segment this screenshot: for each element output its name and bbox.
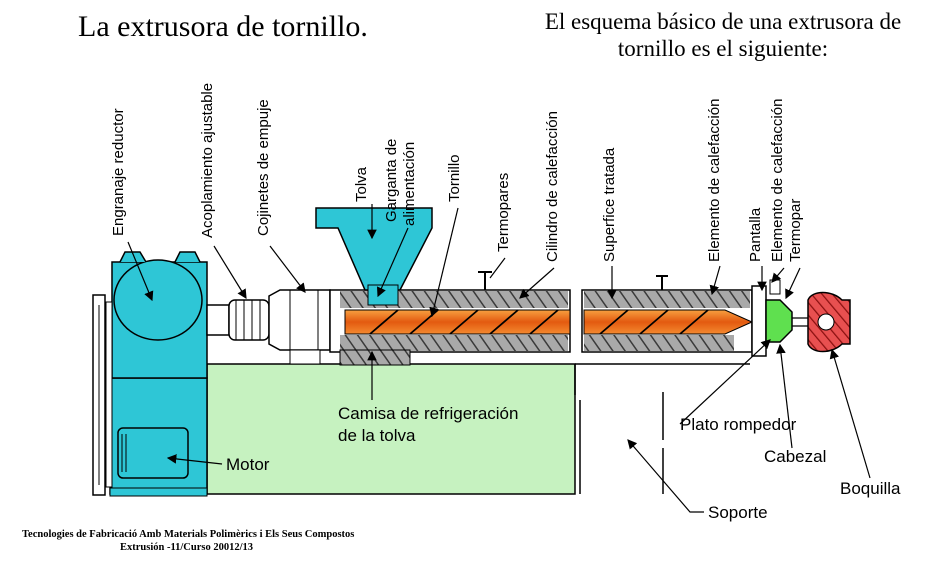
footer-line-2: Extrusión -11/Curso 20012/13 — [120, 542, 254, 553]
label-garganta-2: alimentación — [401, 142, 418, 226]
screw-tip — [583, 309, 754, 335]
support-base — [206, 363, 576, 495]
thrust-bearings — [268, 289, 331, 351]
footer-credit: Tecnologies de Fabricació Amb Materials … — [22, 528, 354, 554]
label-engranaje: Engranaje reductor — [110, 108, 127, 236]
page-title: La extrusora de tornillo. — [78, 10, 368, 43]
label-pantalla: Pantalla — [747, 207, 764, 262]
subtitle-line-2: tornillo es el siguiente: — [617, 36, 829, 61]
label-termopares: Termopares — [495, 173, 512, 252]
page-subtitle: El esquema básico de una extrusora de to… — [508, 8, 938, 62]
vertical-labels: Engranaje reductor Acoplamiento ajustabl… — [110, 83, 804, 262]
label-motor: Motor — [226, 455, 270, 474]
label-elemento-2: Elemento de calefacción — [769, 99, 786, 262]
label-plato: Plato rompedor — [680, 415, 797, 434]
label-garganta-1: Garganta de — [383, 139, 400, 222]
label-elemento-1: Elemento de calefacción — [706, 99, 723, 262]
subtitle-line-1: El esquema básico de una extrusora de — [544, 9, 902, 34]
label-cilindro: Cilindro de calefacción — [544, 111, 561, 262]
label-acoplamiento: Acoplamiento ajustable — [199, 83, 216, 238]
label-cabezal: Cabezal — [764, 447, 826, 466]
head-cabezal — [765, 299, 793, 343]
label-tornillo: Tornillo — [446, 154, 463, 202]
footer-line-1: Tecnologies de Fabricació Amb Materials … — [22, 529, 355, 540]
screw — [344, 309, 571, 335]
label-superficie: Superfice tratada — [601, 147, 618, 262]
label-cojinetes: Cojinetes de empuje — [255, 99, 272, 236]
label-camisa-2: de la tolva — [338, 426, 416, 445]
adjustable-coupling — [228, 299, 270, 341]
label-camisa-1: Camisa de refrigeración — [338, 404, 518, 423]
leader-lines — [127, 204, 871, 513]
label-tolva: Tolva — [353, 166, 370, 202]
label-termopar: Termopar — [787, 199, 804, 262]
label-boquilla: Boquilla — [840, 479, 901, 498]
label-soporte: Soporte — [708, 503, 768, 522]
